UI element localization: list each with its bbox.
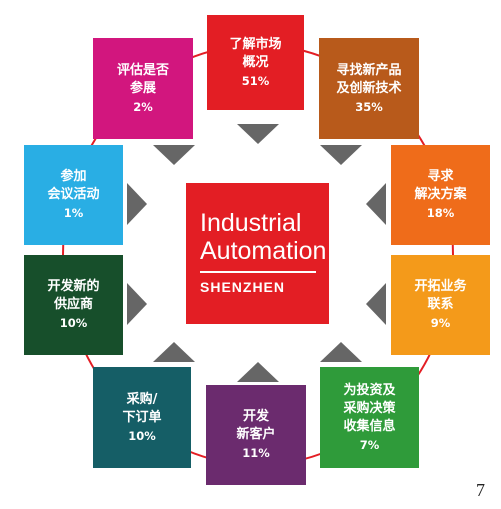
box-percent: 1% bbox=[63, 206, 84, 220]
arrow-right-icon bbox=[127, 283, 147, 325]
arrow-up-icon bbox=[153, 342, 195, 362]
arrow-down-icon bbox=[320, 145, 362, 165]
box-percent: 10% bbox=[59, 316, 88, 330]
arrow-up-icon bbox=[237, 362, 279, 382]
box-percent: 11% bbox=[242, 446, 270, 460]
box-label: 为投资及 采购决策 收集信息 bbox=[343, 382, 396, 434]
box-label: 开拓业务 联系 bbox=[414, 279, 467, 312]
box-label: 采购/ 下订单 bbox=[122, 391, 162, 425]
center-title-line1: Industrial bbox=[200, 209, 302, 237]
box-purchase-order: 采购/ 下订单 10% bbox=[93, 367, 191, 468]
arrow-left-icon bbox=[366, 283, 386, 325]
box-percent: 10% bbox=[128, 428, 156, 443]
box-label: 开发 新客户 bbox=[236, 409, 276, 442]
box-market-overview: 了解市场 概况 51% bbox=[207, 15, 304, 110]
box-label: 开发新的 供应商 bbox=[47, 279, 100, 312]
page-number: 7 bbox=[476, 480, 485, 500]
box-new-products: 寻找新产品 及创新技术 35% bbox=[319, 38, 419, 139]
arrow-up-icon bbox=[320, 342, 362, 362]
box-percent: 51% bbox=[241, 73, 270, 88]
box-label: 寻找新产品 及创新技术 bbox=[336, 62, 402, 96]
center-divider bbox=[200, 271, 316, 273]
box-label: 评估是否 参展 bbox=[116, 62, 169, 96]
box-investment-info: 为投资及 采购决策 收集信息 7% bbox=[320, 367, 419, 468]
box-label: 了解市场 概况 bbox=[229, 36, 282, 70]
arrow-left-icon bbox=[366, 183, 386, 225]
arrow-right-icon bbox=[127, 183, 147, 225]
box-percent: 35% bbox=[355, 99, 383, 114]
box-percent: 2% bbox=[133, 99, 153, 114]
box-new-suppliers: 开发新的 供应商 10% bbox=[24, 255, 123, 355]
box-business-contacts: 开拓业务 联系 9% bbox=[391, 255, 490, 355]
box-percent: 9% bbox=[430, 316, 451, 330]
box-new-customers: 开发 新客户 11% bbox=[206, 385, 306, 485]
center-title-line2: Automation bbox=[200, 237, 327, 265]
box-label: 参加 会议活动 bbox=[47, 169, 100, 202]
arrow-down-icon bbox=[237, 124, 279, 144]
center-subtitle: SHENZHEN bbox=[200, 279, 286, 295]
box-percent: 18% bbox=[426, 206, 455, 220]
center-logo-box: Industrial Automation SHENZHEN bbox=[186, 183, 329, 324]
box-label: 寻求 解决方案 bbox=[414, 169, 467, 202]
box-percent: 7% bbox=[359, 437, 380, 452]
box-conference: 参加 会议活动 1% bbox=[24, 145, 123, 245]
box-evaluate-exhibiting: 评估是否 参展 2% bbox=[93, 38, 193, 139]
box-solutions: 寻求 解决方案 18% bbox=[391, 145, 490, 245]
arrow-down-icon bbox=[153, 145, 195, 165]
